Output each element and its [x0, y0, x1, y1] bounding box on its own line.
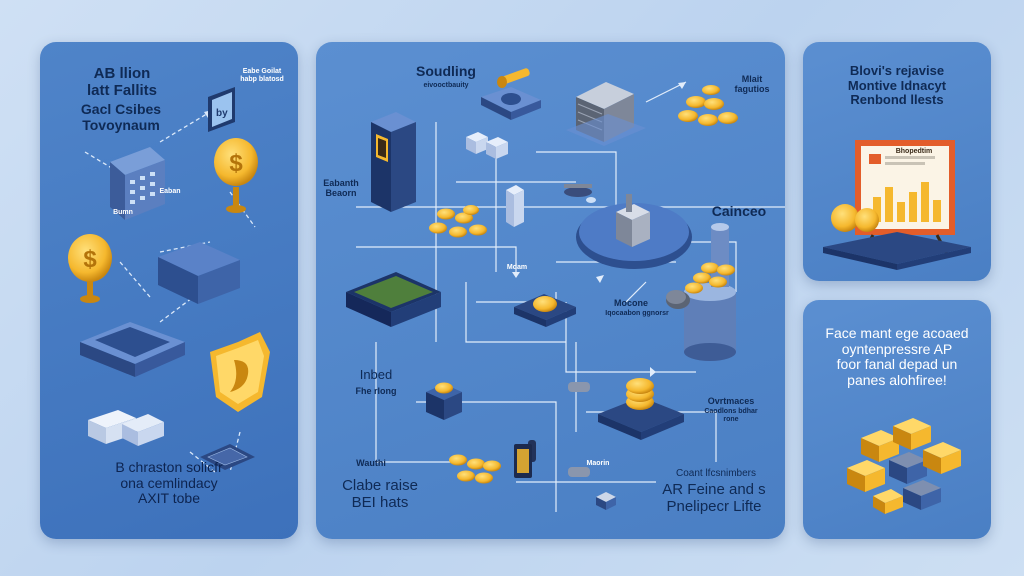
center-tag-inbed: Inbed	[359, 367, 393, 382]
center-tag-mid: Mdam	[506, 264, 528, 271]
terminal-icon	[371, 112, 416, 212]
server-block-icon	[158, 242, 240, 304]
coin-platform-icon	[514, 294, 576, 327]
coin-stack-platform-icon	[598, 378, 684, 440]
bottom-right-text: Face mant ege acoaed oyntenpressre AP fo…	[825, 325, 969, 389]
center-tag-mall: Mlait fagutios	[734, 74, 770, 95]
left-tag-top: Eabe Goilat habp blatosd	[240, 68, 284, 83]
gold-blocks-icon	[847, 418, 961, 514]
phone-icon	[514, 444, 532, 478]
center-tag-wauthi: Wauthi	[356, 458, 386, 468]
center-tag-bottom-mid: Maorin	[586, 460, 610, 467]
left-tag-building: Bumn	[113, 209, 133, 216]
left-tag-coin: Eaban	[159, 188, 181, 195]
center-tag-left: Eabanth Beaorn	[323, 178, 359, 199]
left-subtitle: Gacl Csibes Tovoynaum	[80, 101, 162, 133]
center-tag-coin-right-sub: Caodlons bdhar rone	[704, 408, 758, 423]
dollar-coin-icon: $	[214, 138, 258, 213]
center-illustration	[346, 68, 785, 512]
cube-cluster-icon	[466, 132, 508, 159]
blocks-illustration	[847, 418, 961, 514]
coin-silo-icon	[684, 223, 736, 361]
dollar-coin-icon: $	[68, 234, 112, 303]
bottom-right-panel: Face mant ege acoaed oyntenpressre AP fo…	[803, 300, 991, 539]
chip-icon	[200, 444, 255, 470]
svg-text:$: $	[229, 150, 243, 177]
center-header-title: Soudling	[416, 63, 476, 79]
monitor-icon: by	[208, 87, 235, 132]
arrow-icon	[512, 82, 686, 377]
center-bottom-right-text: AR Feine and s Pnelipecr Lifte	[662, 481, 766, 515]
center-tag-right: Cainceo	[711, 203, 767, 219]
center-header-subtitle: eivooctbauity	[423, 82, 469, 89]
factory-icon	[576, 194, 692, 269]
small-box-icon	[596, 492, 616, 510]
coin-pair-icon	[831, 204, 879, 232]
center-tag-mouse: Mocone	[613, 298, 648, 308]
center-panel: Soudling eivooctbauity Mlait fagutios Ea…	[316, 42, 785, 539]
building-icon	[110, 147, 165, 220]
coin-box-icon	[426, 382, 462, 420]
left-bottom-text: B chraston solicfr ona cemlindacy AXIT t…	[115, 459, 223, 507]
center-tag-coin-right: Ovrtmaces	[707, 396, 755, 406]
tablet-device-icon	[346, 272, 441, 327]
center-tag-mouse-sub: Iqocaabon ggnorsr	[605, 310, 669, 317]
server-rack-icon	[566, 82, 646, 146]
center-bottom-right-small: Coant lfcsnimbers	[675, 468, 757, 479]
platform-block-icon	[80, 322, 185, 377]
center-bottom-left-text: Clabe raise BEI hats	[342, 477, 418, 511]
presentation-illustration	[823, 140, 971, 270]
drone-icon	[564, 184, 596, 203]
center-tag-inbed-sub: Fhe rlong	[355, 386, 397, 396]
coin-stack-icon	[678, 85, 738, 126]
svg-text:by: by	[216, 108, 228, 119]
coin-cluster-icon	[429, 205, 487, 238]
svg-text:$: $	[83, 246, 97, 273]
top-right-screen-label: Bhopedtim	[895, 148, 933, 155]
left-illustration: by $	[68, 87, 270, 473]
top-right-panel: Blovi's rejavise Montive Idnacyt Renbond…	[803, 42, 991, 281]
tower-icon	[506, 185, 524, 227]
coin-tile-icon	[481, 87, 541, 120]
left-panel: by $	[40, 42, 298, 539]
shield-icon	[210, 332, 270, 412]
mouse-device-icon	[666, 290, 690, 309]
top-right-title: Blovi's rejavise Montive Idnacyt Renbond…	[847, 63, 947, 108]
desk-platform-icon	[823, 232, 971, 270]
coin-pile-icon	[449, 454, 501, 484]
computer-icon	[88, 410, 164, 446]
left-title: AB llion latt Fallits	[86, 65, 157, 99]
pipe-icon	[497, 68, 530, 88]
